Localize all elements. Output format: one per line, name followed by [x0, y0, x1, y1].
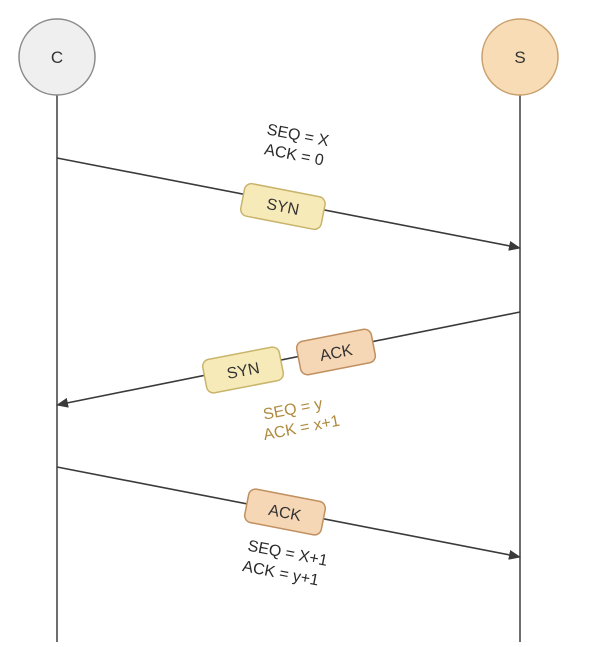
server-node: S [481, 18, 559, 96]
packet-label: ACK [319, 342, 355, 365]
message-3-packet-ack: ACK [243, 488, 327, 536]
message-2-packet-syn: SYN [201, 346, 285, 394]
server-label: S [514, 48, 525, 67]
message-2-packet-ack: ACK [295, 328, 377, 376]
message-2-arrow [56, 311, 521, 408]
packet-label: SYN [265, 196, 301, 219]
client-node: C [18, 18, 96, 96]
message-3-info: SEQ = X+1 ACK = y+1 [241, 538, 329, 590]
message-1-info: SEQ = X ACK = 0 [263, 121, 331, 169]
message-2-info: SEQ = y ACK = x+1 [262, 396, 342, 444]
client-label: C [51, 48, 63, 67]
packet-label: ACK [267, 502, 303, 525]
packet-label: SYN [226, 360, 262, 383]
message-1-packet-syn: SYN [239, 182, 326, 231]
